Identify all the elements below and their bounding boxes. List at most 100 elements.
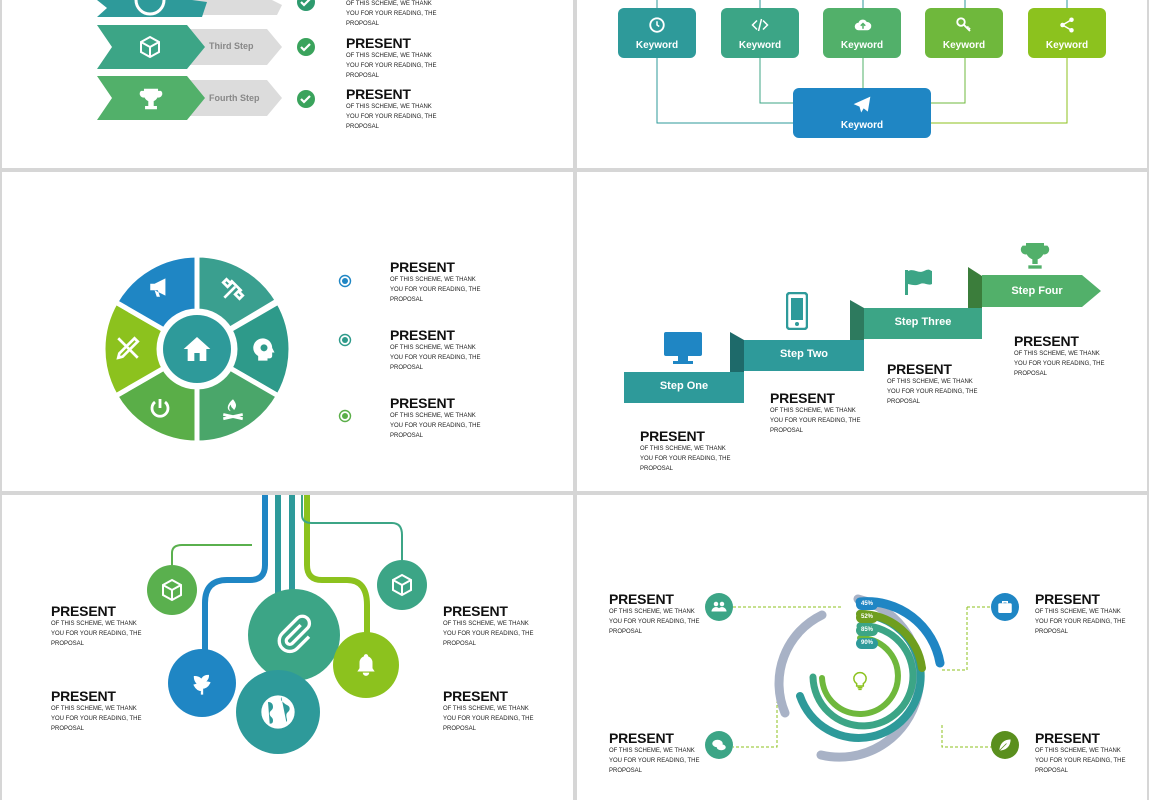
keyword-label: Keyword: [840, 120, 884, 131]
home-icon: [183, 337, 211, 361]
body-text: OF THIS SCHEME, WE THANK YOU FOR YOUR RE…: [346, 104, 437, 130]
text-block: PRESENT OF THIS SCHEME, WE THANK YOU FOR…: [1014, 333, 1110, 379]
slide-keyword-flow: Keyword Keyword Keyword Keyword Keyword …: [577, 0, 1147, 168]
percent-badge: 85%: [856, 625, 878, 636]
radio-icon[interactable]: [338, 333, 352, 347]
body-text: OF THIS SCHEME, WE THANK YOU FOR YOUR RE…: [770, 408, 861, 434]
slide-segmented-wheel: PRESENT OF THIS SCHEME, WE THANK YOU FOR…: [2, 172, 573, 491]
body-text: OF THIS SCHEME, WE THANK YOU FOR YOUR RE…: [609, 748, 700, 774]
heading: PRESENT: [346, 35, 411, 51]
keyword-label: Keyword: [840, 40, 884, 51]
body-text: OF THIS SCHEME, WE THANK YOU FOR YOUR RE…: [51, 706, 142, 732]
body-text: OF THIS SCHEME, WE THANK YOU FOR YOUR RE…: [1035, 609, 1126, 635]
body-text: OF THIS SCHEME, WE THANK YOU FOR YOUR RE…: [887, 379, 978, 405]
text-block: PRESENT OF THIS SCHEME, WE THANK YOU FOR…: [770, 390, 866, 436]
body-text: OF THIS SCHEME, WE THANK YOU FOR YOUR RE…: [390, 277, 481, 303]
body-text: OF THIS SCHEME, WE THANK YOU FOR YOUR RE…: [51, 621, 142, 647]
text-block: PRESENT OF THIS SCHEME, WE THANK YOU FOR…: [1035, 730, 1131, 776]
bell-icon: [357, 654, 375, 676]
cube-icon: [392, 573, 412, 597]
check-icon: [297, 90, 315, 108]
center-keyword-box: Keyword: [793, 88, 931, 138]
slide-tree-circles: PRESENT OF THIS SCHEME, WE THANK YOU FOR…: [2, 495, 573, 800]
keyword-label: Keyword: [738, 40, 782, 51]
text-block: PRESENT OF THIS SCHEME, WE THANK YOU FOR…: [1035, 591, 1131, 637]
percent-badge: 45%: [856, 599, 878, 610]
heading: PRESENT: [609, 730, 674, 746]
text-block: OF THIS SCHEME, WE THANK YOU FOR YOUR RE…: [346, 0, 442, 29]
radio-icon[interactable]: [338, 409, 352, 423]
heading: PRESENT: [1035, 591, 1100, 607]
percent-badge: 52%: [856, 612, 878, 623]
cube-icon: [162, 578, 182, 602]
megaphone-icon: [150, 278, 166, 297]
text-block: PRESENT OF THIS SCHEME, WE THANK YOU FOR…: [346, 35, 442, 81]
paperclip-icon: [277, 614, 312, 654]
text-block: PRESENT OF THIS SCHEME, WE THANK YOU FOR…: [609, 730, 705, 776]
text-block: PRESENT OF THIS SCHEME, WE THANK YOU FOR…: [640, 428, 736, 474]
body-text: OF THIS SCHEME, WE THANK YOU FOR YOUR RE…: [390, 345, 481, 371]
lightbulb-icon: [853, 671, 867, 691]
phone-icon: [786, 292, 808, 330]
text-block: PRESENT OF THIS SCHEME, WE THANK YOU FOR…: [51, 603, 147, 649]
body-text: OF THIS SCHEME, WE THANK YOU FOR YOUR RE…: [1035, 748, 1126, 774]
flag-icon: [905, 269, 932, 295]
text-block: PRESENT OF THIS SCHEME, WE THANK YOU FOR…: [390, 259, 486, 305]
body-text: OF THIS SCHEME, WE THANK YOU FOR YOUR RE…: [346, 53, 437, 79]
text-block: PRESENT OF THIS SCHEME, WE THANK YOU FOR…: [390, 395, 486, 441]
share-icon: [1060, 17, 1074, 33]
slide-steps-arrows: Third Step Fourth Step OF THIS SCHEME, W…: [2, 0, 573, 168]
brain-icon: [253, 338, 275, 361]
tools-icon: [221, 277, 245, 301]
text-block: PRESENT OF THIS SCHEME, WE THANK YOU FOR…: [443, 688, 539, 734]
heading: PRESENT: [390, 259, 455, 275]
text-block: PRESENT OF THIS SCHEME, WE THANK YOU FOR…: [390, 327, 486, 373]
keyword-box: Keyword: [618, 8, 696, 58]
wheel-graphic: [100, 252, 294, 446]
text-block: PRESENT OF THIS SCHEME, WE THANK YOU FOR…: [443, 603, 539, 649]
clock-icon: [649, 17, 665, 33]
pencil-ruler-icon: [116, 336, 140, 360]
radio-icon[interactable]: [338, 274, 352, 288]
heading: PRESENT: [887, 361, 952, 377]
keyword-label: Keyword: [942, 40, 986, 51]
heading: PRESENT: [1014, 333, 1079, 349]
body-text: OF THIS SCHEME, WE THANK YOU FOR YOUR RE…: [443, 621, 534, 647]
paper-plane-icon: [853, 96, 871, 113]
leaf-icon: [193, 674, 211, 695]
cloud-upload-icon: [854, 19, 872, 31]
keyword-box: Keyword: [925, 8, 1003, 58]
cube-icon: [140, 35, 160, 59]
third-step-label: Third Step: [209, 41, 254, 51]
keyword-box: Keyword: [1028, 8, 1106, 58]
keyword-label: Keyword: [1045, 40, 1089, 51]
connector-lines: [656, 0, 1068, 124]
text-block: PRESENT OF THIS SCHEME, WE THANK YOU FOR…: [609, 591, 705, 637]
keyword-box: Keyword: [721, 8, 799, 58]
step-three-label: Step Three: [894, 316, 952, 328]
users-icon: [711, 601, 727, 612]
campfire-icon: [222, 399, 244, 421]
heading: PRESENT: [609, 591, 674, 607]
fourth-step-label: Fourth Step: [209, 93, 260, 103]
heading: PRESENT: [640, 428, 705, 444]
body-text: OF THIS SCHEME, WE THANK YOU FOR YOUR RE…: [1014, 351, 1105, 377]
steps-arrows-graphic: [97, 0, 282, 120]
power-icon: [150, 399, 170, 418]
step-two-label: Step Two: [779, 348, 829, 360]
text-block: PRESENT OF THIS SCHEME, WE THANK YOU FOR…: [346, 86, 442, 132]
heading: PRESENT: [443, 688, 508, 704]
trophy-icon: [139, 88, 163, 110]
heading: PRESENT: [390, 327, 455, 343]
heading: PRESENT: [346, 86, 411, 102]
heading: PRESENT: [390, 395, 455, 411]
heading: PRESENT: [770, 390, 835, 406]
trophy-icon: [1020, 243, 1050, 269]
key-icon: [956, 17, 971, 32]
body-text: OF THIS SCHEME, WE THANK YOU FOR YOUR RE…: [640, 446, 731, 472]
percent-badge: 90%: [856, 638, 878, 649]
briefcase-icon: [998, 601, 1012, 613]
keyword-label: Keyword: [635, 40, 679, 51]
monitor-icon: [664, 332, 702, 364]
tree-graphic: [147, 495, 427, 754]
